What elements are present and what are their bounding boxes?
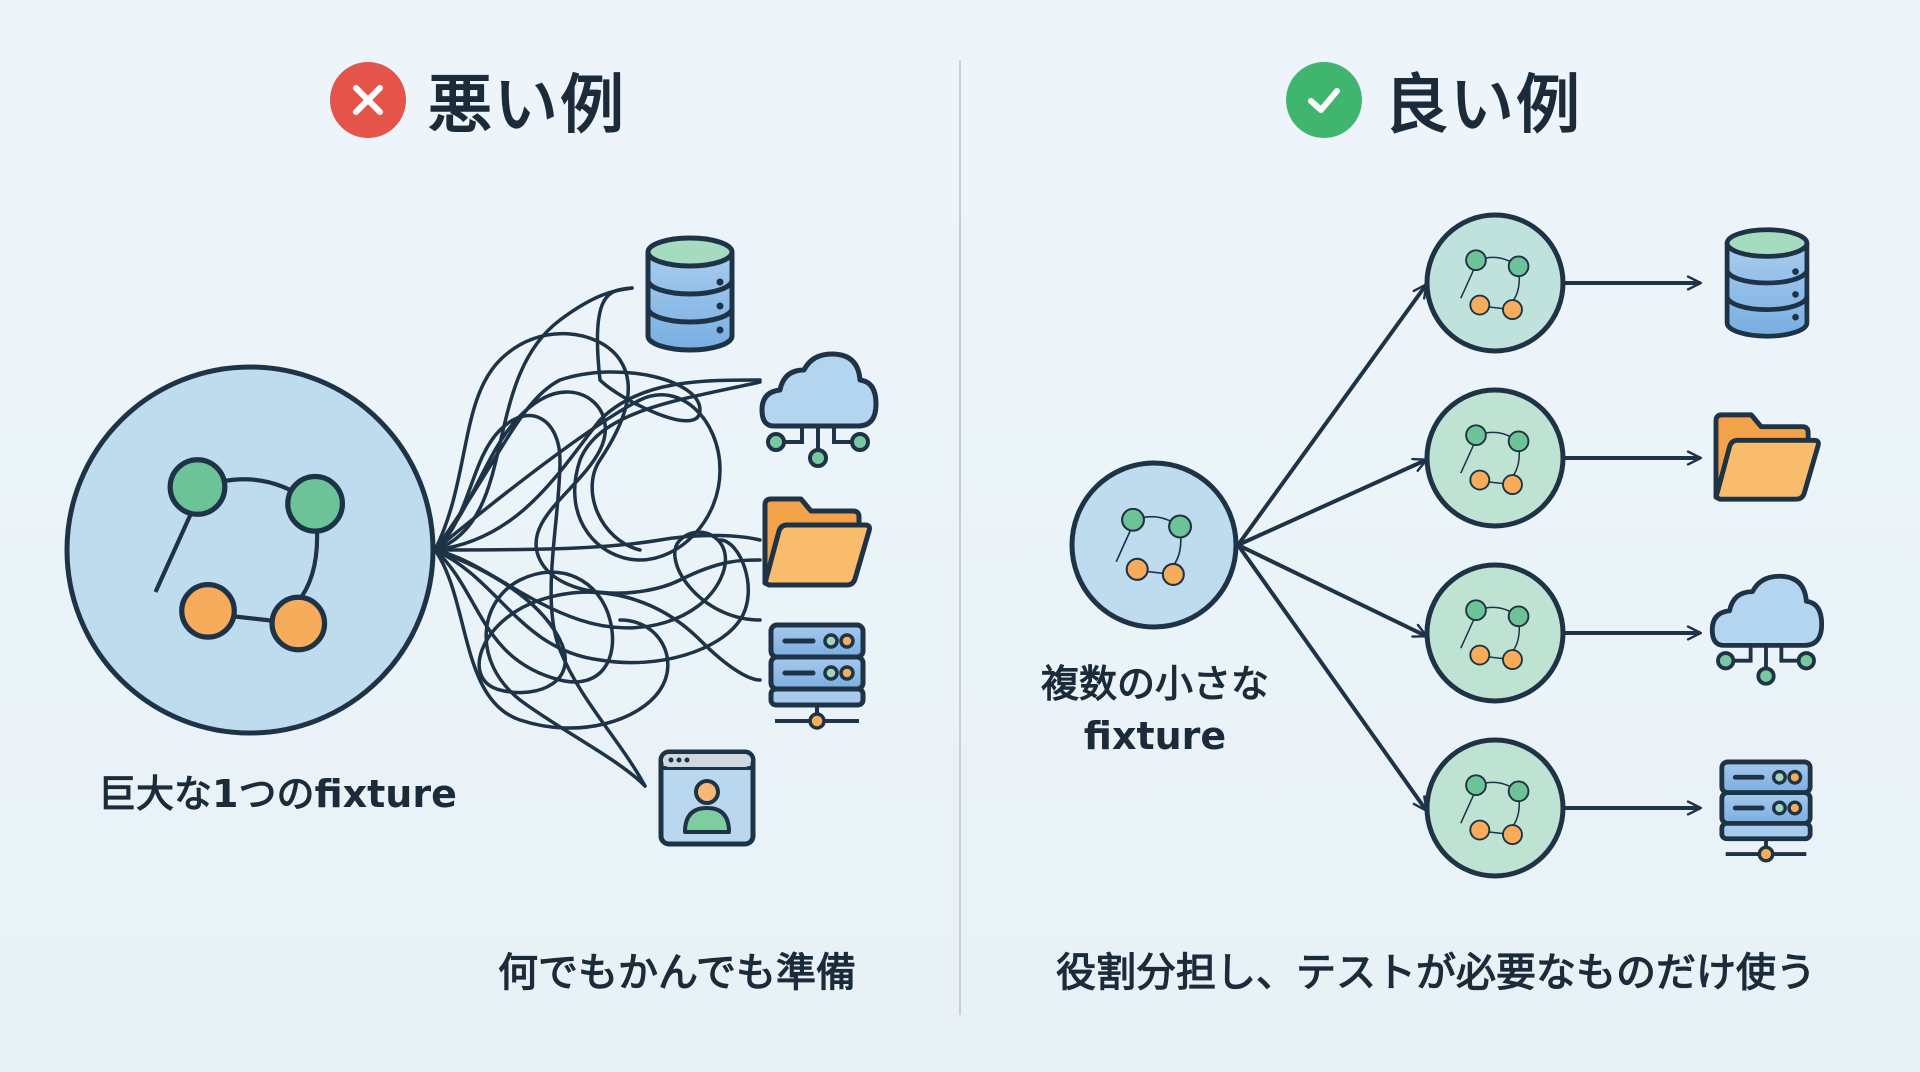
section-divider	[959, 60, 961, 1015]
small-fixture-1	[1424, 212, 1566, 354]
arrow-to-fixture-4	[1236, 543, 1428, 812]
tangled-connections	[433, 286, 762, 788]
close-x-icon	[330, 62, 406, 138]
check-icon	[1286, 62, 1362, 138]
small-fixture-2	[1424, 387, 1566, 529]
folder-icon	[765, 499, 870, 585]
database-icon	[1727, 230, 1807, 336]
folder-icon	[1716, 415, 1818, 499]
arrow-to-fixture-3	[1237, 543, 1428, 638]
server-icon	[771, 625, 863, 728]
small-fixture-4	[1424, 737, 1566, 879]
source-fixture	[1069, 460, 1239, 630]
small-fixtures-label: 複数の小さな fixture	[1020, 658, 1290, 762]
big-fixture-label: 巨大な1つのfixture	[98, 772, 457, 816]
small-fixture-3	[1424, 562, 1566, 704]
small-fixtures-label-line2: fixture	[1083, 714, 1227, 758]
good-example-caption: 役割分担し、テストが必要なものだけ使う	[1056, 950, 1816, 996]
database-icon	[648, 238, 732, 350]
fan-out-arrows	[1236, 275, 1703, 816]
bad-example-title: 悪い例	[428, 69, 626, 143]
good-example-heading: 良い例	[1286, 60, 1582, 143]
big-fixture	[64, 364, 436, 736]
browser-user-icon	[661, 752, 753, 844]
bad-example-heading: 悪い例	[330, 60, 626, 143]
server-icon	[1722, 762, 1810, 861]
arrow-to-fixture-1	[1236, 283, 1428, 547]
cloud-network-icon	[1712, 576, 1821, 684]
cloud-network-icon	[762, 354, 876, 466]
good-example-title: 良い例	[1384, 69, 1582, 143]
small-fixtures-label-line1: 複数の小さな	[1040, 662, 1269, 706]
bad-example-caption: 何でもかんでも準備	[498, 950, 856, 996]
arrow-to-fixture-2	[1237, 457, 1428, 547]
